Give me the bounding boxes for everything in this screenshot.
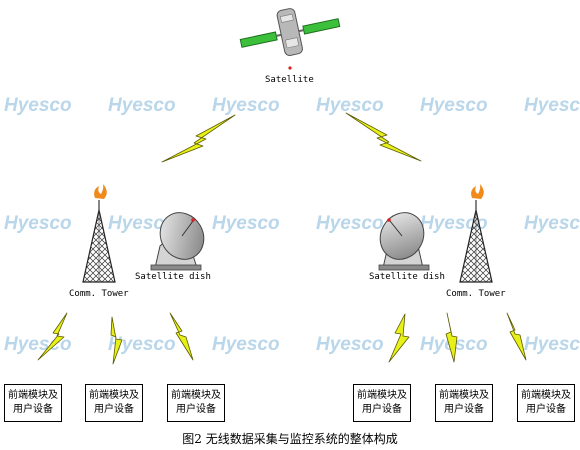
- box-line1: 前端模块及: [89, 390, 139, 401]
- watermark-text: Hyesco: [108, 213, 176, 234]
- box-line2: 用户设备: [444, 404, 484, 415]
- satellite-dish-icon: [378, 212, 430, 271]
- satellite-dish-label: Satellite dish: [369, 272, 445, 282]
- comm-tower-label: Comm. Tower: [446, 289, 506, 299]
- frontend-device-box: 前端模块及 用户设备: [167, 384, 225, 422]
- watermark-text: Hyesco: [212, 334, 280, 355]
- box-line2: 用户设备: [526, 404, 566, 415]
- lightning-bolt-icon: [506, 312, 527, 361]
- watermark-text: Hyesco: [4, 213, 72, 234]
- frontend-device-box: 前端模块及 用户设备: [4, 384, 62, 422]
- box-line1: 前端模块及: [357, 390, 407, 401]
- satellite-label: Satellite: [265, 75, 314, 85]
- satellite-icon: [239, 8, 341, 56]
- frontend-device-box: 前端模块及 用户设备: [517, 384, 575, 422]
- watermark-text: Hyesco: [524, 213, 580, 234]
- watermark-text: Hyesco: [316, 213, 384, 234]
- watermark: Hyesco Hyesco Hyesco Hyesco Hyesco Hyesc…: [4, 95, 580, 355]
- frontend-device-box: 前端模块及 用户设备: [353, 384, 411, 422]
- box-line2: 用户设备: [94, 404, 134, 415]
- watermark-text: Hyesco: [316, 334, 384, 355]
- box-line1: 前端模块及: [8, 390, 58, 401]
- lightning-bolt-icon: [110, 316, 123, 365]
- comm-tower-icon: [82, 184, 116, 283]
- watermark-text: Hyesco: [316, 95, 384, 116]
- box-line1: 前端模块及: [171, 390, 221, 401]
- lightning-bolt-icon: [388, 313, 410, 363]
- lightning-bolt-icon: [345, 112, 422, 162]
- figure-caption: 图2 无线数据采集与监控系统的整体构成: [182, 432, 398, 446]
- lightning-bolt-icon: [445, 312, 458, 363]
- box-line2: 用户设备: [176, 404, 216, 415]
- watermark-text: Hyesco: [524, 334, 580, 355]
- frontend-device-box: 前端模块及 用户设备: [435, 384, 493, 422]
- comm-tower-label: Comm. Tower: [69, 289, 129, 299]
- box-line2: 用户设备: [362, 404, 402, 415]
- watermark-text: Hyesco: [212, 213, 280, 234]
- satellite-dish-label: Satellite dish: [135, 272, 211, 282]
- watermark-text: Hyesco: [212, 95, 280, 116]
- box-line1: 前端模块及: [521, 390, 571, 401]
- box-line1: 前端模块及: [439, 390, 489, 401]
- watermark-text: Hyesco: [108, 95, 176, 116]
- watermark-text: Hyesco: [420, 213, 488, 234]
- frontend-device-box: 前端模块及 用户设备: [85, 384, 143, 422]
- watermark-text: Hyesco: [420, 95, 488, 116]
- lightning-bolt-icon: [37, 312, 68, 361]
- watermark-text: Hyesco: [524, 95, 580, 116]
- satellite-dish-icon: [150, 212, 205, 271]
- watermark-text: Hyesco: [108, 334, 176, 355]
- lightning-bolt-icon: [161, 114, 236, 163]
- lightning-bolt-icon: [169, 312, 194, 361]
- comm-tower-icon: [459, 184, 493, 283]
- lightning-bolt-icons: [37, 112, 527, 365]
- watermark-text: Hyesco: [4, 95, 72, 116]
- satellite-marker-icon: [288, 66, 292, 70]
- box-line2: 用户设备: [13, 404, 53, 415]
